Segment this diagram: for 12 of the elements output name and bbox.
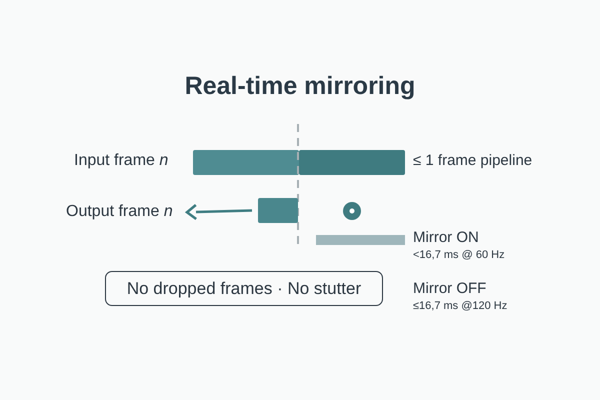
title: Real-time mirroring (184, 72, 416, 101)
note: <16,7 ms @ 60 Hz (413, 249, 505, 261)
note: ≤16,7 ms @120 Hz (413, 300, 508, 312)
side-label: Mirror OFF (413, 280, 486, 297)
side-label: ≤ 1 frame pipeline (413, 152, 533, 171)
row-label: Output frame n (66, 201, 192, 223)
side-label: Mirror ON (413, 229, 479, 246)
summary-box (105, 271, 383, 306)
row-label: Input frame n (74, 152, 168, 170)
summary-text: No dropped frames · No stutter (126, 278, 362, 298)
arrow (186, 204, 252, 220)
output-bar (258, 198, 298, 223)
